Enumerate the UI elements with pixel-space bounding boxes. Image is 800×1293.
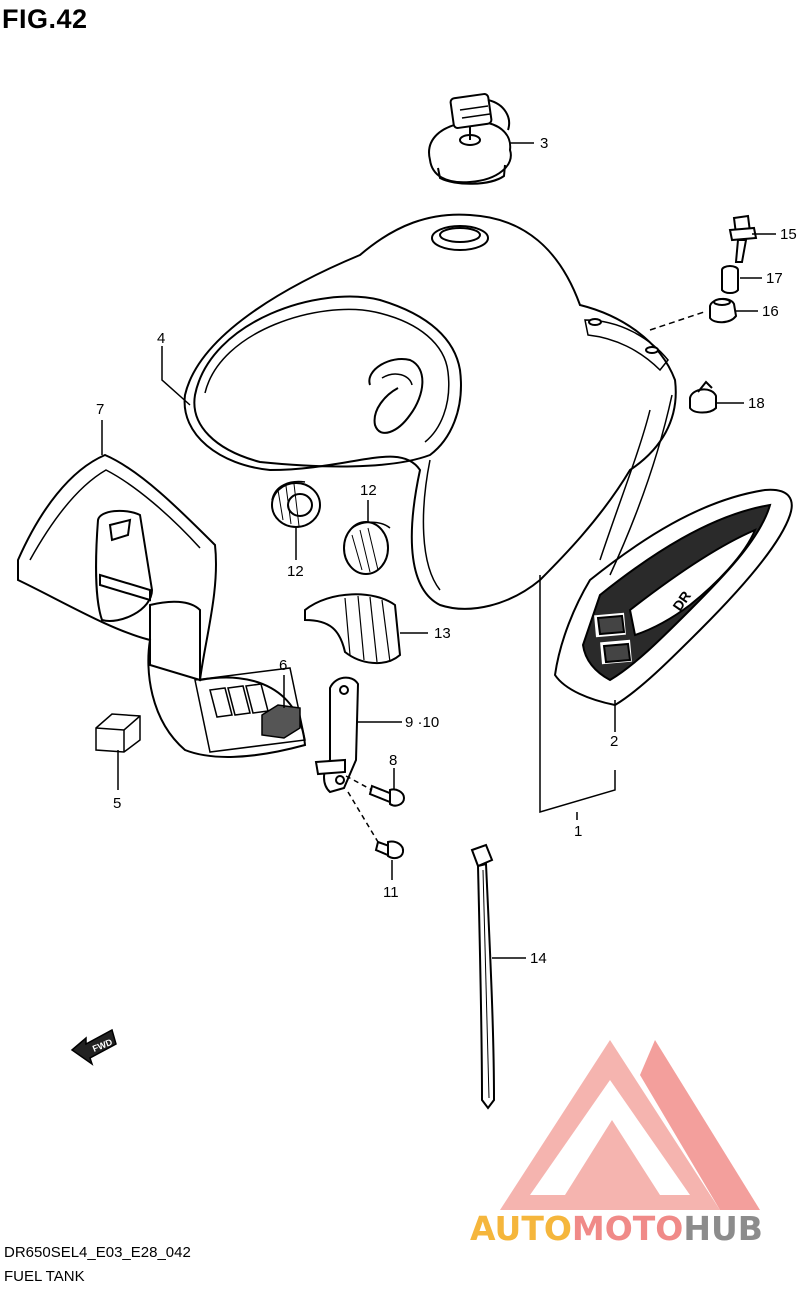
cushion-round-a	[271, 480, 321, 528]
tank-emblem-decal: DR	[553, 394, 793, 707]
footer-code: DR650SEL4_E03_E28_042	[4, 1244, 191, 1261]
bracket	[314, 676, 360, 794]
grommet-16	[709, 298, 738, 324]
cable-tie	[470, 843, 496, 1110]
callout-13: 13	[434, 625, 451, 642]
fuel-tank	[183, 213, 677, 610]
callout-15: 15	[780, 226, 797, 243]
watermark-auto: AUTO	[470, 1209, 572, 1248]
callout-12-upper: 12	[360, 482, 377, 499]
callout-12-lower: 12	[287, 563, 304, 580]
callout-4: 4	[157, 330, 165, 347]
rubber-cushion	[304, 593, 402, 665]
callout-6: 6	[279, 657, 287, 674]
side-cover	[17, 453, 307, 758]
cushion-pad	[95, 713, 141, 753]
pad-small	[261, 704, 301, 739]
watermark-logo-icon	[500, 1040, 760, 1210]
callout-14: 14	[530, 950, 547, 967]
callout-7: 7	[96, 401, 104, 418]
callout-1: 1	[574, 823, 582, 840]
figure-title: FIG.42	[2, 4, 88, 34]
collar-17	[721, 265, 739, 294]
callout-16: 16	[762, 303, 779, 320]
fuel-cap	[428, 93, 512, 185]
fwd-arrow-icon: FWD	[70, 1028, 117, 1066]
cushion-18	[689, 380, 717, 414]
callout-3: 3	[540, 135, 548, 152]
leader-lines	[101, 142, 776, 959]
callout-11: 11	[383, 884, 399, 901]
callout-9-10: 9 ·10	[405, 714, 439, 731]
watermark-hub: HUB	[683, 1209, 763, 1248]
footer-name: FUEL TANK	[4, 1268, 85, 1285]
callout-8: 8	[389, 752, 397, 769]
watermark-wordmark: AUTOMOTOHUB	[470, 1209, 763, 1248]
bolt-11	[374, 840, 405, 860]
callout-18: 18	[748, 395, 765, 412]
callout-5: 5	[113, 795, 121, 812]
bolt-15	[728, 214, 758, 263]
bolt-8	[368, 784, 406, 807]
callout-17: 17	[766, 270, 783, 287]
cushion-round-b	[343, 521, 391, 575]
callout-2: 2	[610, 733, 618, 750]
watermark-moto: MOTO	[572, 1209, 683, 1248]
